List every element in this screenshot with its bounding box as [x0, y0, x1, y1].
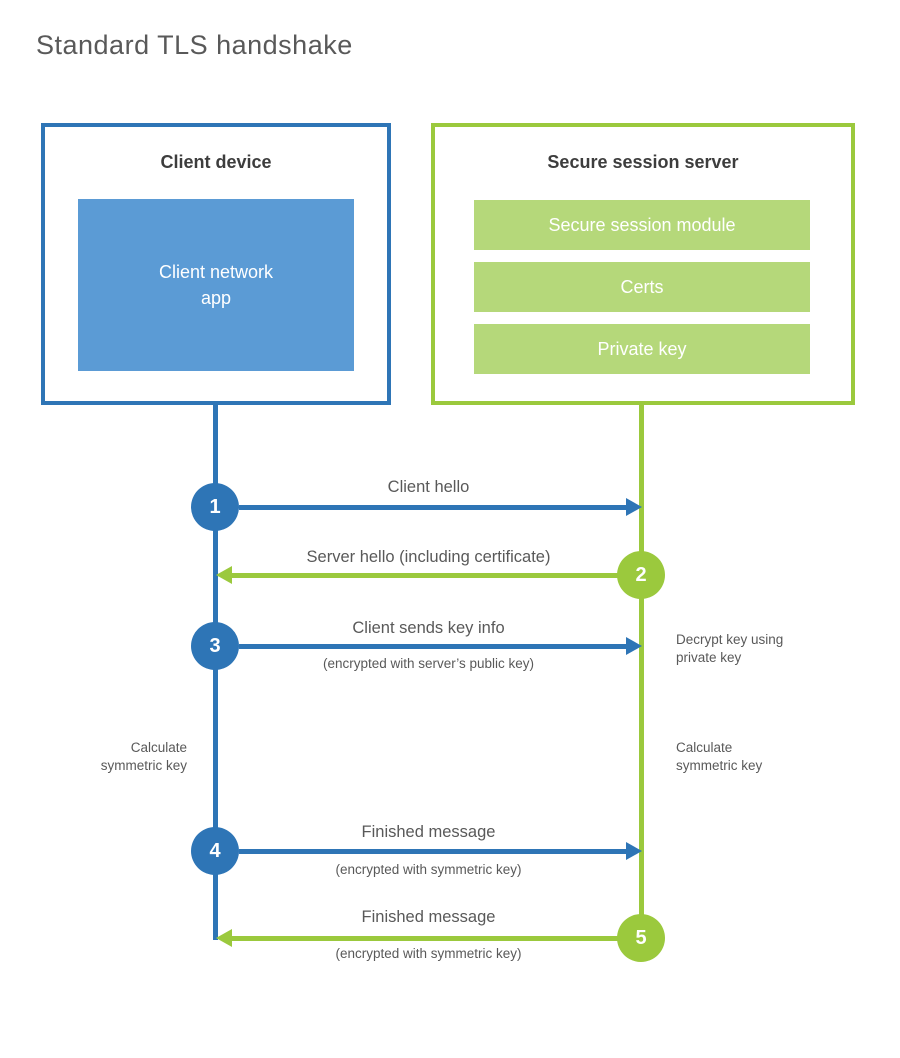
step-3-arrow [239, 637, 642, 655]
step-2-label: Server hello (including certificate) [306, 548, 551, 566]
secure-session-module-bar: Secure session module [474, 200, 810, 250]
client-device-title: Client device [160, 152, 272, 172]
arrow-shaft [239, 504, 626, 510]
arrow-shaft [239, 643, 626, 649]
step-1-label: Client hello [387, 478, 470, 496]
step-1-marker: 1 [191, 483, 239, 531]
calculate-symmetric-key-note-server: Calculate symmetric key [676, 740, 763, 773]
arrow-right-icon [626, 637, 642, 655]
step-5-label: Finished message [361, 908, 496, 926]
arrow-left-icon [216, 929, 232, 947]
step-4-marker: 4 [191, 827, 239, 875]
step-4-label: Finished message [361, 823, 496, 841]
step-2-marker: 2 [617, 551, 665, 599]
step-1-arrow [239, 498, 642, 516]
server-lifeline [639, 405, 644, 938]
step-3-marker: 3 [191, 622, 239, 670]
step-5-marker: 5 [617, 914, 665, 962]
step-2-arrow [216, 566, 618, 584]
calculate-symmetric-key-note-client: Calculate symmetric key [100, 740, 187, 773]
step-5-sublabel: (encrypted with symmetric key) [335, 946, 522, 961]
arrow-shaft [239, 848, 626, 854]
step-5-arrow [216, 929, 618, 947]
arrow-shaft [232, 935, 618, 941]
private-key-bar: Private key [474, 324, 810, 374]
arrow-right-icon [626, 842, 642, 860]
certs-bar: Certs [474, 262, 810, 312]
arrow-left-icon [216, 566, 232, 584]
step-3-label: Client sends key info [352, 619, 505, 637]
arrow-right-icon [626, 498, 642, 516]
decrypt-key-note: Decrypt key using private key [676, 632, 784, 665]
page-title: Standard TLS handshake [36, 30, 353, 60]
secure-session-server-box: Secure session server Secure session mod… [431, 123, 855, 405]
client-network-app-box: Client network app [78, 199, 354, 371]
client-lifeline [213, 405, 218, 940]
client-device-box: Client device Client network app [41, 123, 391, 405]
arrow-shaft [232, 572, 618, 578]
step-4-arrow [239, 842, 642, 860]
step-4-sublabel: (encrypted with symmetric key) [335, 862, 522, 877]
step-3-sublabel: (encrypted with server’s public key) [322, 656, 535, 671]
secure-session-server-title: Secure session server [547, 152, 739, 172]
